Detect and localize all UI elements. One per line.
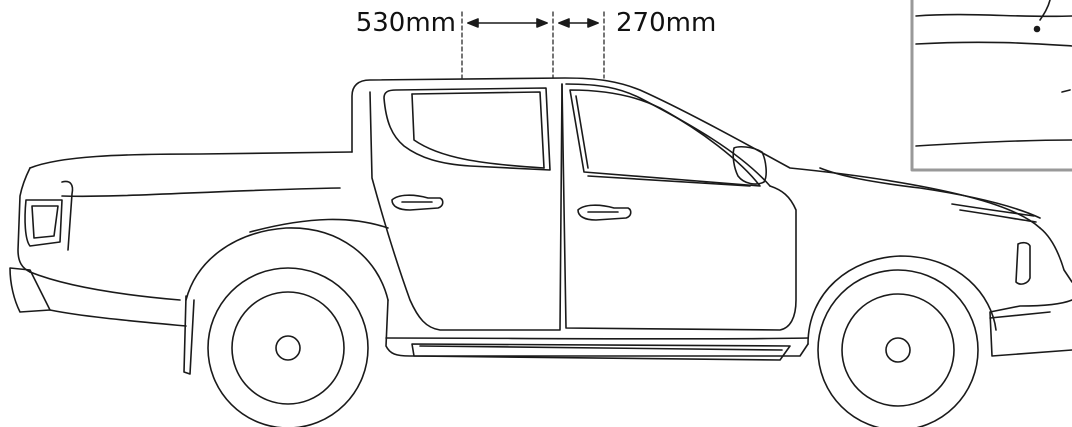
door-handles (391, 194, 632, 221)
rear-offset-label: 270mm (616, 8, 717, 38)
dimension-arrows (467, 18, 599, 28)
truck-body (9, 77, 1072, 375)
front-wheel (817, 269, 979, 427)
windows (383, 87, 767, 187)
dimension-guides (461, 11, 605, 79)
inset-detail-box (910, 0, 1072, 172)
front-offset-label: 530mm (355, 8, 456, 38)
rear-wheel (207, 267, 369, 427)
